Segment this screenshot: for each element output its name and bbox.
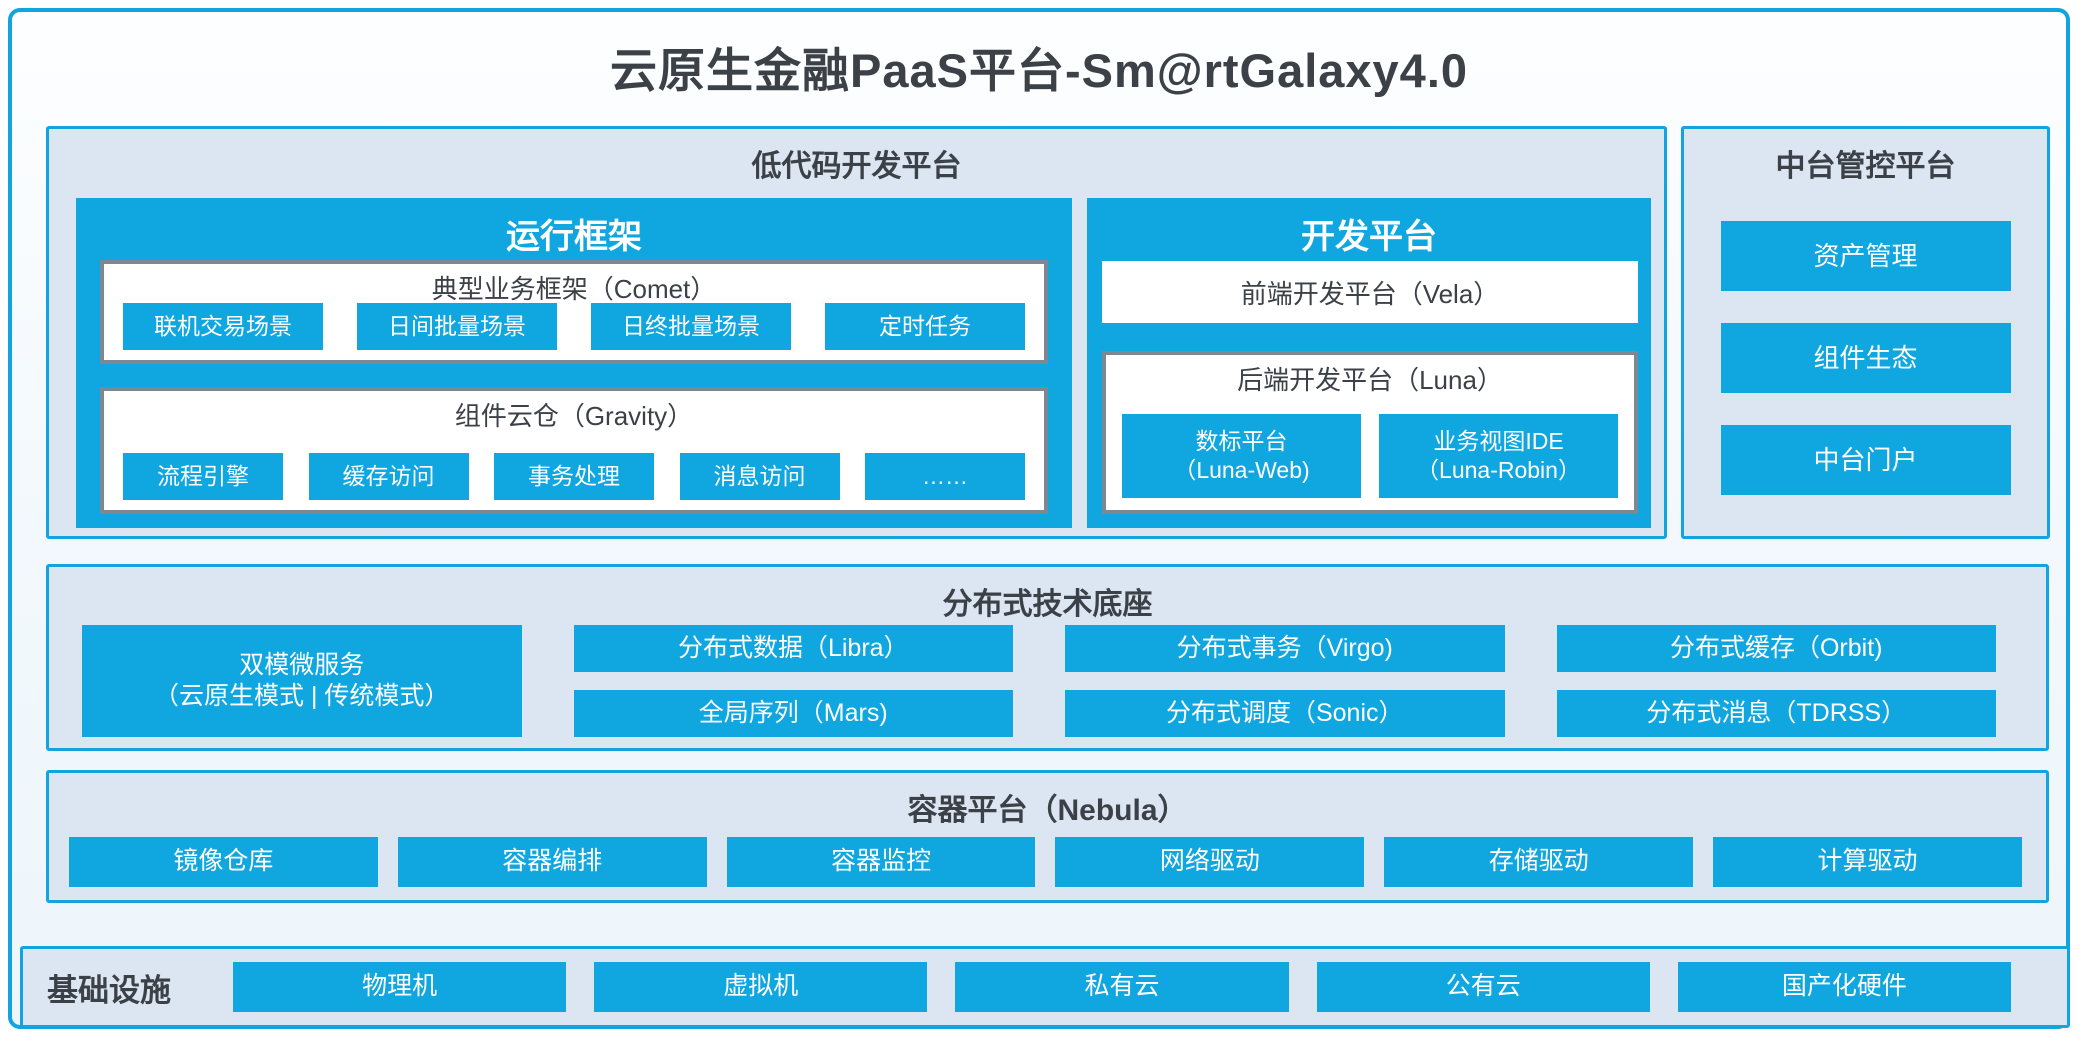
- midplatform-items: 资产管理 组件生态 中台门户: [1684, 221, 2047, 495]
- diagram-node-process-engine: 流程引擎: [123, 453, 283, 500]
- container-platform-title: 容器平台（Nebula）: [907, 794, 1188, 827]
- diagram-node-luna-web: 数标平台 （Luna-Web): [1122, 414, 1361, 498]
- dual-mode-line1: 双模微服务: [239, 650, 365, 679]
- diagram-node-domestic-hardware: 国产化硬件: [1677, 962, 2012, 1012]
- diagram-node-cache-access: 缓存访问: [308, 453, 469, 500]
- diagram-node-scheduled-task: 定时任务: [825, 303, 1025, 350]
- diagram-node-more-ellipsis: ……: [865, 453, 1025, 500]
- diagram-node-private-cloud: 私有云: [955, 962, 1289, 1012]
- diagram-node-dual-mode-microservice: 双模微服务 （云原生模式 | 传统模式）: [82, 625, 522, 737]
- comet-items-row: 联机交易场景 日间批量场景 日终批量场景 定时任务: [123, 303, 1025, 350]
- container-items-row: 镜像仓库 容器编排 容器监控 网络驱动 存储驱动 计算驱动: [69, 837, 2022, 887]
- luna-items-row: 数标平台 （Luna-Web) 业务视图IDE （Luna-Robin）: [1122, 414, 1618, 498]
- runtime-framework-title: 运行框架: [506, 218, 642, 256]
- comet-title: 典型业务框架（Comet）: [431, 274, 717, 304]
- luna-title: 后端开发平台（Luna）: [1237, 365, 1503, 395]
- diagram-node-online-trading: 联机交易场景: [123, 303, 323, 350]
- diagram-node-public-cloud: 公有云: [1316, 962, 1650, 1012]
- diagram-node-distributed-cache-orbit: 分布式缓存（Orbit): [1556, 625, 1996, 672]
- diagram-node-component-ecosystem: 组件生态: [1720, 323, 2011, 393]
- diagram-node-message-access: 消息访问: [679, 453, 840, 500]
- midplatform-title: 中台管控平台: [1775, 150, 1956, 183]
- diagram-node-compute-driver: 计算驱动: [1713, 837, 2022, 887]
- diagram-node-daytime-batch: 日间批量场景: [357, 303, 557, 350]
- diagram-node-physical-machine: 物理机: [233, 962, 567, 1012]
- infrastructure-items: 物理机 虚拟机 私有云 公有云 国产化硬件: [233, 962, 2012, 1012]
- panel-midplatform-control: 中台管控平台 资产管理 组件生态 中台门户: [1681, 126, 2050, 539]
- gravity-title: 组件云仓（Gravity）: [454, 401, 694, 431]
- block-runtime-framework: 运行框架 典型业务框架（Comet） 联机交易场景 日间批量场景 日终批量场景 …: [76, 198, 1072, 528]
- diagram-node-container-monitoring: 容器监控: [726, 837, 1036, 887]
- dual-mode-line2: （云原生模式 | 传统模式）: [154, 682, 450, 710]
- panel-distributed-base: 分布式技术底座 双模微服务 （云原生模式 | 传统模式） 分布式数据（Libra…: [46, 564, 2049, 751]
- luna-robin-code: （Luna-Robin）: [1416, 457, 1581, 483]
- diagram-node-distributed-message-tdrss: 分布式消息（TDRSS）: [1556, 690, 1996, 737]
- block-dev-platform: 开发平台 前端开发平台（Vela） 后端开发平台（Luna） 数标平台 （Lun…: [1087, 198, 1651, 528]
- comet-business-framework-box: 典型业务框架（Comet） 联机交易场景 日间批量场景 日终批量场景 定时任务: [100, 260, 1048, 364]
- diagram-node-distributed-scheduling-sonic: 分布式调度（Sonic）: [1065, 690, 1505, 737]
- gravity-component-warehouse-box: 组件云仓（Gravity） 流程引擎 缓存访问 事务处理 消息访问 ……: [100, 387, 1048, 514]
- diagram-node-distributed-data-libra: 分布式数据（Libra）: [573, 625, 1013, 672]
- diagram-node-container-orchestration: 容器编排: [397, 837, 707, 887]
- vela-frontend-platform-box: 前端开发平台（Vela）: [1102, 261, 1638, 323]
- dev-platform-title: 开发平台: [1301, 218, 1437, 256]
- diagram-node-asset-management: 资产管理: [1720, 221, 2011, 291]
- gravity-items-row: 流程引擎 缓存访问 事务处理 消息访问 ……: [123, 453, 1025, 500]
- diagram-node-distributed-transaction-virgo: 分布式事务（Virgo): [1065, 625, 1505, 672]
- distributed-grid: 双模微服务 （云原生模式 | 传统模式） 分布式数据（Libra） 分布式事务（…: [82, 625, 1996, 737]
- panel-lowcode-platform: 低代码开发平台 运行框架 典型业务框架（Comet） 联机交易场景 日间批量场景…: [46, 126, 1667, 539]
- panel-container-platform: 容器平台（Nebula） 镜像仓库 容器编排 容器监控 网络驱动 存储驱动 计算…: [46, 770, 2049, 903]
- diagram-frame: 云原生金融PaaS平台-Sm@rtGalaxy4.0 低代码开发平台 运行框架 …: [8, 8, 2070, 1029]
- luna-robin-name: 业务视图IDE: [1433, 428, 1564, 455]
- diagram-node-global-sequence-mars: 全局序列（Mars): [573, 690, 1013, 737]
- diagram-node-transaction-processing: 事务处理: [494, 453, 654, 500]
- luna-web-code: （Luna-Web): [1173, 457, 1310, 483]
- diagram-node-image-registry: 镜像仓库: [69, 837, 378, 887]
- lowcode-platform-title: 低代码开发平台: [751, 150, 962, 183]
- diagram-node-virtual-machine: 虚拟机: [594, 962, 928, 1012]
- diagram-node-endofday-batch: 日终批量场景: [591, 303, 791, 350]
- luna-backend-platform-box: 后端开发平台（Luna） 数标平台 （Luna-Web) 业务视图IDE （Lu…: [1102, 351, 1638, 514]
- panel-infrastructure: 基础设施 物理机 虚拟机 私有云 公有云 国产化硬件: [20, 946, 2070, 1028]
- page-title: 云原生金融PaaS平台-Sm@rtGalaxy4.0: [609, 44, 1469, 97]
- infrastructure-label: 基础设施: [47, 972, 171, 1008]
- distributed-base-title: 分布式技术底座: [942, 588, 1153, 621]
- diagram-node-midplatform-portal: 中台门户: [1720, 425, 2011, 495]
- diagram-node-network-driver: 网络驱动: [1055, 837, 1365, 887]
- diagram-node-storage-driver: 存储驱动: [1384, 837, 1694, 887]
- luna-web-name: 数标平台: [1195, 428, 1288, 455]
- diagram-node-luna-robin: 业务视图IDE （Luna-Robin）: [1379, 414, 1618, 498]
